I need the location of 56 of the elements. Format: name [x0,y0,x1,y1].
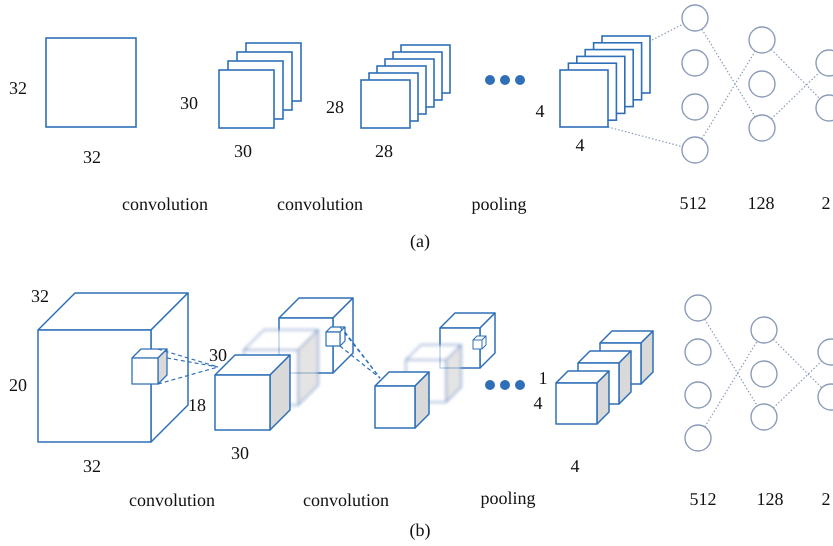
neuron-circle [748,26,776,54]
dimension-label: 32 [83,457,101,475]
neuron-count-label: 2 [822,194,830,212]
connection-line [772,338,822,388]
dimension-label: 18 [188,396,206,414]
dimension-label: 32 [31,287,49,305]
neuron-count-label: 128 [748,194,774,212]
neuron-circle [750,360,778,388]
neuron-circle [681,4,709,32]
dimension-label: 32 [9,79,27,97]
connection-line [770,72,820,120]
dimension-label: 32 [83,148,101,166]
dimension-label: 20 [9,376,27,394]
dimension-label: 30 [209,346,227,364]
neuron-circle [684,381,712,409]
layer-label: convolution [303,491,389,509]
connection-line [772,360,822,408]
dimension-label: 30 [234,142,252,160]
dimension-label: 4 [536,102,544,120]
neuron-circle [748,114,776,142]
layer-label: pooling [480,489,536,507]
connection-line [704,318,758,406]
neuron-circle [681,93,709,121]
neuron-circle [681,49,709,77]
layer-label: convolution [277,195,363,213]
neuron-circle [684,294,712,322]
dimension-label: 4 [576,136,584,154]
connection-line [701,50,756,140]
neuron-count-label: 512 [680,194,706,212]
panel-caption: (b) [410,521,430,539]
neuron-circle [684,338,712,366]
feature-map-stack-drawing [559,34,653,129]
dimension-label: 1 [538,369,548,387]
neuron-circle [748,70,776,98]
neuron-count-label: 128 [756,490,784,508]
layer-label: convolution [122,195,208,213]
dimension-label: 30 [231,444,249,462]
dimension-label: 28 [375,142,393,160]
neuron-circle [750,403,778,431]
connection-line [704,340,758,428]
dimension-label: 4 [570,457,580,475]
connection-line [701,28,756,118]
connection-line [770,48,820,100]
layer-label: pooling [472,195,526,213]
connection-line [608,126,683,148]
neuron-circle [750,316,778,344]
neuron-count-label: 512 [690,490,716,508]
dimension-label: 4 [534,394,542,412]
dimension-label: 30 [180,94,198,112]
neuron-circle [684,424,712,452]
connection-line [652,23,684,41]
neuron-count-label: 2 [822,490,830,508]
dimension-label: 28 [326,98,344,116]
neuron-circle [681,136,709,164]
layer-label: convolution [129,491,215,509]
panel-caption: (a) [410,232,430,250]
